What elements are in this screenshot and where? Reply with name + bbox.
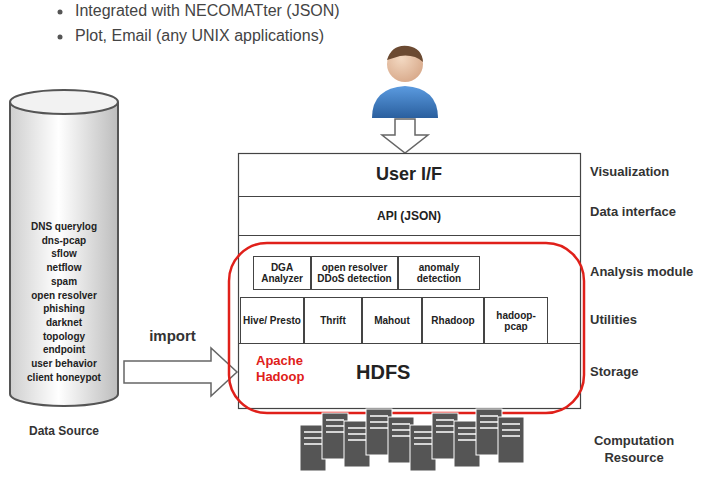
down-arrow [382, 119, 428, 153]
box-text: DGA Analyzer [256, 262, 308, 284]
source-heading: Data Source [8, 425, 120, 439]
utility-box: hadoop-pcap [484, 297, 548, 344]
box-text: Hive/ Presto [243, 315, 301, 326]
utility-box: Mahout [362, 297, 422, 344]
box-text: User I/F [376, 164, 442, 185]
box-text: hadoop-pcap [487, 310, 545, 332]
box-text: Rhadoop [431, 315, 474, 326]
source-item: dns-pcap [8, 234, 120, 248]
module-box: open resolver DDoS detection [311, 256, 398, 290]
source-item: netflow [8, 261, 120, 275]
layer-label: Visualization [590, 164, 669, 179]
api-layer: API (JSON) [238, 196, 580, 235]
bullet-dot [58, 35, 63, 40]
edge-label: import [147, 327, 198, 344]
box-text: open resolver DDoS detection [314, 262, 395, 284]
utility-box: Hive/ Presto [240, 297, 304, 344]
box-text: Thrift [320, 315, 346, 326]
bullet-text: Plot, Email (any UNIX applications) [75, 27, 324, 45]
source-item: client honeypot [8, 371, 120, 385]
user-icon [372, 46, 438, 118]
layer-label: Data interface [590, 204, 676, 219]
interface-layer: User I/F [238, 153, 580, 196]
source-item: phishing [8, 302, 120, 316]
source-item: endpoint [8, 343, 120, 357]
source-item: sflow [8, 247, 120, 261]
server-icons [300, 409, 524, 471]
platform-name: Apache Hadoop [256, 353, 336, 385]
layer-label: Utilities [590, 312, 637, 327]
box-text: API (JSON) [377, 209, 441, 223]
hadoop-outline [229, 243, 584, 413]
layer-label: Computation Resource [578, 432, 690, 466]
storage-layer: Apache Hadoop HDFS [238, 344, 580, 408]
box-text: Mahout [374, 315, 410, 326]
bullet-dot [58, 10, 63, 15]
utility-box: Thrift [304, 297, 362, 344]
layer-label: Storage [590, 364, 638, 379]
storage-name: HDFS [356, 361, 410, 384]
data-source-cylinder: DNS querylogdns-pcapsflownetflowspamopen… [8, 88, 120, 413]
import-arrow [124, 348, 237, 396]
bullet-text: Integrated with NECOMATter (JSON) [75, 2, 340, 20]
source-item: DNS querylog [8, 220, 120, 234]
layer-label: Analysis module [590, 264, 693, 279]
layer-line [238, 235, 580, 236]
source-item: topology [8, 330, 120, 344]
source-item: spam [8, 275, 120, 289]
layer-line [238, 196, 580, 197]
stack-box [239, 154, 581, 409]
source-item: user behavior [8, 357, 120, 371]
utility-box: Rhadoop [422, 297, 484, 344]
box-text: anomaly detection [401, 262, 477, 284]
source-item: open resolver [8, 289, 120, 303]
module-box: DGA Analyzer [253, 256, 311, 290]
module-box: anomaly detection [398, 256, 480, 290]
source-item: darknet [8, 316, 120, 330]
